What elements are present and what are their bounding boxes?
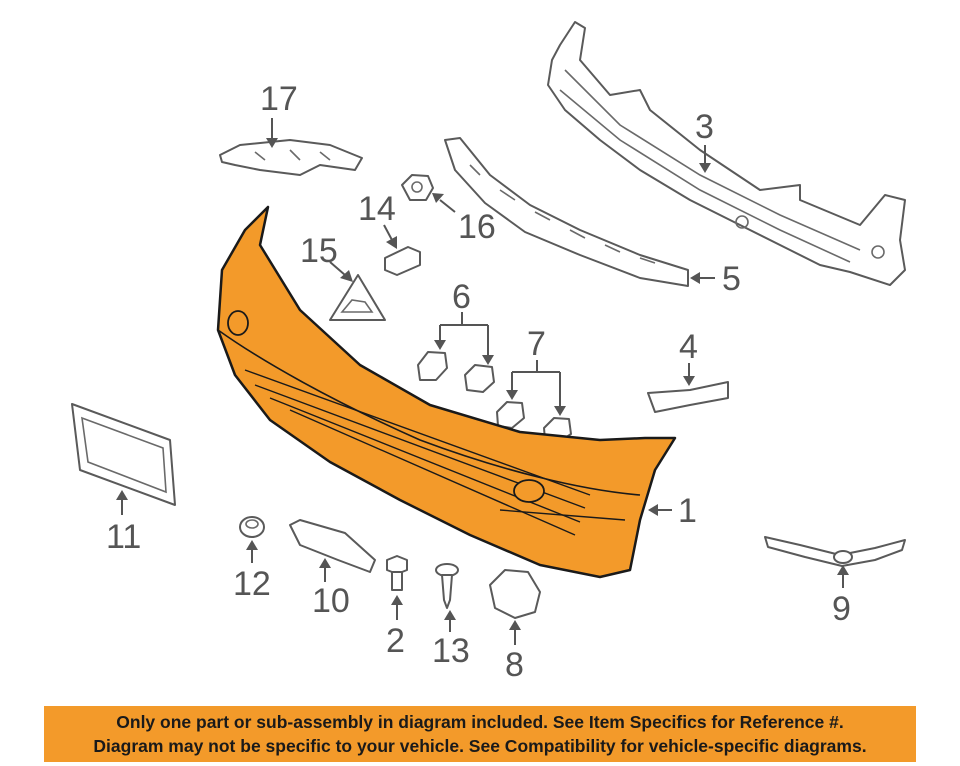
callout-2: 2: [386, 622, 405, 660]
part-17-bracket: [219, 139, 363, 176]
part-6-caps: [417, 351, 495, 393]
callout-labels: 17 3 14 16 15 5 6 7 4 1 11 12 10 9 2 13 …: [106, 80, 851, 684]
part-9-trim: [764, 536, 906, 567]
part-15-label: [329, 274, 386, 321]
part-10-bracket: [289, 519, 376, 573]
disclaimer-line-2: Diagram may not be specific to your vehi…: [93, 736, 867, 756]
part-11-plate-bracket: [71, 403, 176, 506]
leader-lines: [116, 118, 849, 645]
callout-7: 7: [527, 325, 546, 363]
callout-8: 8: [505, 646, 524, 684]
part-12-grommet: [239, 516, 265, 538]
part-8-cap: [489, 569, 541, 619]
callout-16: 16: [458, 208, 496, 246]
disclaimer-line-1: Only one part or sub-assembly in diagram…: [116, 712, 844, 732]
callout-3: 3: [695, 108, 714, 146]
parts-diagram: 17 3 14 16 15 5 6 7 4 1 11 12 10 9 2 13 …: [71, 21, 906, 684]
part-5-absorber: [444, 137, 689, 287]
callout-9: 9: [832, 590, 851, 628]
callout-11: 11: [106, 518, 141, 556]
part-16-clip: [401, 174, 434, 201]
callout-15: 15: [300, 232, 338, 270]
part-3-reinforcement: [547, 21, 906, 286]
callout-6: 6: [452, 278, 471, 316]
callout-13: 13: [432, 632, 470, 670]
part-14-clip: [384, 246, 421, 276]
callout-12: 12: [233, 565, 271, 603]
callout-4: 4: [679, 328, 698, 366]
callout-5: 5: [722, 260, 741, 298]
callout-1: 1: [678, 492, 697, 530]
part-4-bracket: [647, 381, 729, 413]
callout-17: 17: [260, 80, 298, 118]
callout-10: 10: [312, 582, 350, 620]
part-1-bumper-cover: [216, 205, 677, 579]
disclaimer-banner: Only one part or sub-assembly in diagram…: [44, 706, 916, 762]
part-13-screw: [435, 563, 459, 609]
part-2-bolt: [386, 555, 408, 591]
callout-14: 14: [358, 190, 396, 228]
